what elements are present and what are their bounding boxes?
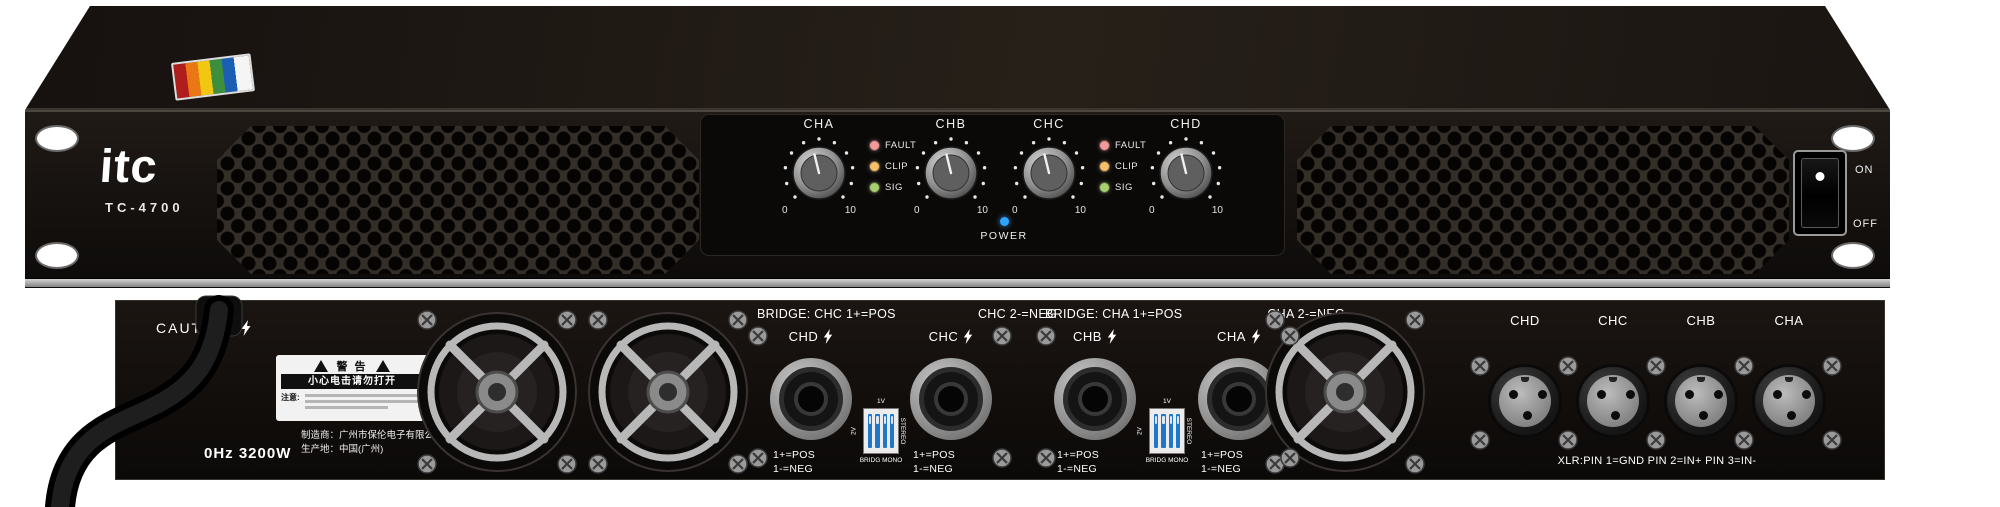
dip-toggle[interactable] <box>1154 414 1159 448</box>
switch-off-label: OFF <box>1853 218 1878 230</box>
scale-min: 0 <box>1012 205 1018 216</box>
front-panel: itc TC-4700 CHA 0 10 FAULT CLIP SIG CHB 0… <box>25 110 1890 288</box>
led-group-ab: FAULT CLIP SIG <box>869 139 916 202</box>
scale-min: 0 <box>914 205 920 216</box>
dip-toggle[interactable] <box>889 414 894 448</box>
scale-max: 10 <box>976 205 988 216</box>
rear-panel: CAUTION 警 告 小心电击请勿打开 注意: 制造商：广州市保伦电子有限公司… <box>115 300 1885 480</box>
xlr-label-chb: CHB <box>1686 313 1716 328</box>
sig-led <box>1099 181 1110 193</box>
manufacturer-text: 制造商：广州市保伦电子有限公司 生产地：中国(广州) <box>301 430 444 456</box>
channel-c-control: CHC 0 10 <box>1009 117 1089 221</box>
dip-toggle[interactable] <box>1175 414 1180 448</box>
xlr-connector-chc <box>1576 364 1650 438</box>
gain-knob-chb[interactable] <box>911 133 991 213</box>
ventilation-grille-left <box>217 126 699 274</box>
scale-max: 10 <box>844 205 856 216</box>
sig-led <box>869 181 880 193</box>
speakon-connector-chc <box>910 358 992 440</box>
channel-a-control: CHA 0 10 <box>779 117 859 221</box>
scale-min: 0 <box>1149 205 1155 216</box>
rocker[interactable] <box>1801 158 1839 228</box>
gain-knob-chd[interactable] <box>1146 133 1226 213</box>
power-rating-text: 0Hz 3200W <box>204 445 292 462</box>
fault-led <box>1099 139 1110 151</box>
power-led <box>999 217 1009 226</box>
dip-toggle[interactable] <box>868 414 873 448</box>
channel-label: CHB <box>935 117 967 131</box>
scale-max: 10 <box>1074 205 1086 216</box>
power-rocker-switch[interactable] <box>1793 150 1847 236</box>
xlr-pinout-note: XLR:PIN 1=GND PIN 2=IN+ PIN 3=IN- <box>1557 455 1757 467</box>
xlr-label-chd: CHD <box>1510 313 1540 328</box>
channel-label: CHD <box>1170 117 1202 131</box>
mode-dip-switch[interactable]: 2V 1V STEREO BRIDG MONO <box>850 398 907 464</box>
speakon-connector-chd <box>770 358 852 440</box>
warning-triangle-icon <box>375 359 390 372</box>
clip-led <box>1099 160 1110 172</box>
lightning-icon <box>1107 329 1117 344</box>
dip-toggle[interactable] <box>1161 414 1166 448</box>
scale-max: 10 <box>1211 205 1223 216</box>
dip-toggle[interactable] <box>1168 414 1173 448</box>
lightning-icon <box>824 329 833 344</box>
speakon-label-cha: CHA <box>1194 329 1284 344</box>
speakon-label-chd: CHD <box>766 329 856 344</box>
certification-sticker <box>170 53 256 101</box>
speakon-connector-chb <box>1054 358 1136 440</box>
xlr-label-cha: CHA <box>1774 313 1804 328</box>
ventilation-grille-right <box>1297 126 1789 274</box>
switch-on-label: ON <box>1855 164 1874 176</box>
power-indicator: POWER <box>971 217 1037 242</box>
xlr-label-chc: CHC <box>1598 313 1628 328</box>
rack-screw-slot <box>35 242 79 269</box>
rack-screw-slot <box>1831 125 1875 152</box>
gain-knob-chc[interactable] <box>1009 133 1089 213</box>
speakon-label-chb: CHB <box>1050 329 1140 344</box>
control-section: CHA 0 10 FAULT CLIP SIG CHB 0 10 POWER CHC <box>700 114 1285 256</box>
rack-screw-slot <box>35 125 79 152</box>
scale-min: 0 <box>782 205 788 216</box>
rack-screw-slot <box>1831 242 1875 269</box>
mode-dip-switch[interactable]: 2V 1V STEREO BRIDG MONO <box>1136 398 1193 464</box>
dip-toggle[interactable] <box>875 414 880 448</box>
speakon-connector-cha <box>1198 358 1280 440</box>
model-number: TC-4700 <box>105 200 184 215</box>
led-group-cd: FAULT CLIP SIG <box>1099 139 1146 202</box>
warning-triangle-icon <box>314 359 329 372</box>
lightning-icon <box>241 320 251 336</box>
xlr-connector-chd <box>1488 364 1562 438</box>
brand-logo: itc <box>98 139 160 192</box>
lightning-icon <box>1251 329 1261 344</box>
channel-label: CHA <box>803 117 835 131</box>
front-bottom-trim <box>25 278 1890 287</box>
channel-d-control: CHD 0 10 <box>1146 117 1226 221</box>
xlr-connector-cha <box>1752 364 1826 438</box>
xlr-connector-chb <box>1664 364 1738 438</box>
top-cover <box>25 6 1890 110</box>
gain-knob-cha[interactable] <box>779 133 859 213</box>
channel-b-control: CHB 0 10 <box>911 117 991 221</box>
warning-sticker: 警 告 小心电击请勿打开 注意: <box>276 355 428 421</box>
note-label: 注意: <box>281 393 300 402</box>
fault-led <box>869 139 880 151</box>
shock-warning-text: 小心电击请勿打开 <box>281 374 423 389</box>
dip-toggle[interactable] <box>882 414 887 448</box>
lightning-icon <box>964 329 973 344</box>
caution-label: CAUTION <box>156 319 252 337</box>
speakon-label-chc: CHC <box>906 329 996 344</box>
clip-led <box>869 160 880 172</box>
channel-label: CHC <box>1033 117 1065 131</box>
fine-print <box>304 392 423 412</box>
